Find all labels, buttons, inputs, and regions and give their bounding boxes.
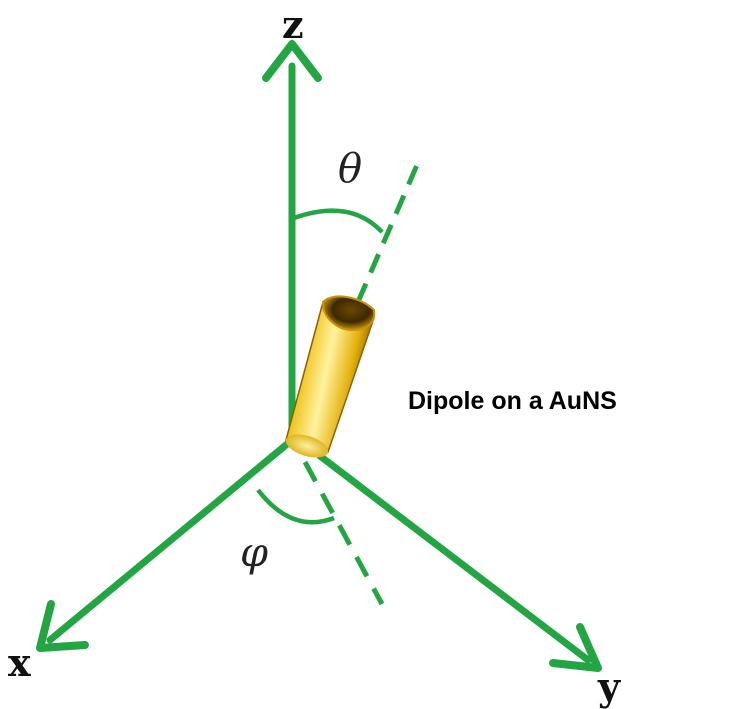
y-arrowhead xyxy=(549,623,602,672)
dipole-caption: Dipole on a AuNS xyxy=(408,387,617,415)
theta-arc xyxy=(293,208,384,234)
x-axis xyxy=(36,436,296,652)
projection-dashed-line xyxy=(302,460,385,606)
x-axis-label: x xyxy=(8,640,31,685)
phi-label: φ xyxy=(240,530,268,576)
z-axis xyxy=(262,40,322,444)
x-arrowhead xyxy=(36,600,89,652)
y-axis-label: y xyxy=(597,664,621,709)
theta-label: θ xyxy=(338,146,362,192)
phi-arc xyxy=(256,488,335,525)
z-arrowhead xyxy=(262,40,322,82)
z-axis-label: z xyxy=(282,2,304,47)
gold-nanorod-dipole xyxy=(285,295,376,458)
y-axis xyxy=(316,452,602,672)
dipole-direction-dashed-line xyxy=(355,157,423,303)
